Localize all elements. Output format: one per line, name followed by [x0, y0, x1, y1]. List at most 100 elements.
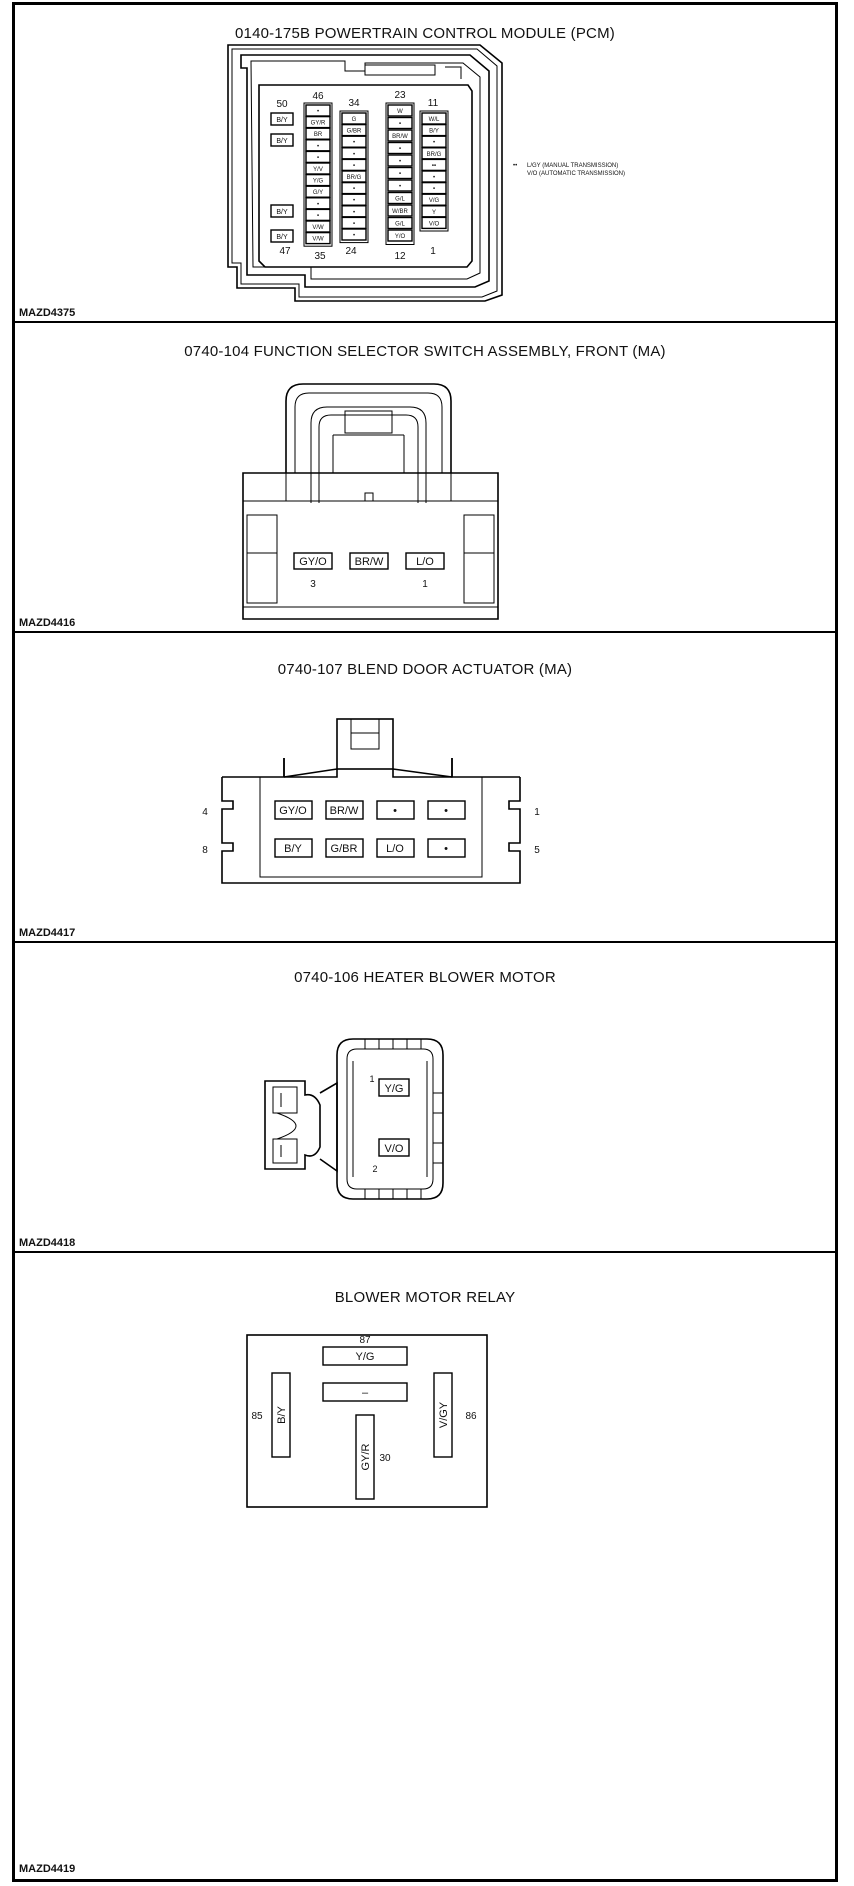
pcm-cavity	[387, 104, 413, 117]
blower-relay-wire-87a: –	[362, 1387, 369, 1399]
pcm-cavity-wire: V/G	[429, 198, 440, 204]
pcm-cavity-wire: •	[399, 172, 401, 178]
function-selector-pin-3: 3	[310, 579, 316, 590]
function-selector-wire-2: BR/W	[355, 556, 384, 568]
pcm-note-line-2: V/O (AUTOMATIC TRANSMISSION)	[527, 171, 625, 177]
pcm-cavity-wire: •	[353, 233, 355, 239]
pcm-cavity	[270, 112, 294, 126]
pcm-cavity-wire: B/Y	[276, 234, 288, 241]
pcm-cavity-wire: •	[353, 198, 355, 204]
pcm-cavity-wire: •	[433, 187, 435, 193]
blend-door-figure-code: MAZD4417	[19, 927, 76, 939]
pcm-cavity-wire: •	[399, 159, 401, 165]
pcm-cavity-wire: •	[353, 140, 355, 146]
pcm-pin-12: 12	[394, 251, 406, 262]
blower-motor-wire-1: Y/G	[385, 1083, 404, 1095]
blower-relay-terminal-87a	[322, 1382, 408, 1402]
pcm-cavity-wire: BR/G	[347, 175, 362, 181]
pcm-cavity-wire: Y/O	[395, 234, 406, 240]
pcm-column-frame	[419, 110, 449, 232]
pcm-cavity	[270, 133, 294, 147]
function-selector-cavity-3	[293, 552, 333, 570]
pcm-cavity-wire: B/Y	[276, 138, 288, 145]
pcm-cavity-wire: GY/R	[311, 121, 326, 127]
blower-motor-pin-2: 2	[372, 1164, 377, 1174]
pcm-cavity	[387, 216, 413, 230]
pcm-cavity-wire: V/W	[312, 237, 324, 243]
blower-relay-pin-30: 30	[379, 1453, 391, 1464]
function-selector-drawing: GY/O BR/W L/O 3 1	[242, 383, 499, 620]
blend-door-pin-4: 4	[202, 807, 208, 818]
blend-door-wire-7: G/BR	[331, 843, 358, 855]
blower-relay-drawing: 87 Y/G – B/Y 85 V/GY 86 GY/R 30	[246, 1334, 488, 1508]
pcm-cavity-wire: •	[433, 175, 435, 181]
blower-relay-pin-85: 85	[251, 1411, 263, 1422]
blend-door-title: 0740-107 BLEND DOOR ACTUATOR (MA)	[277, 661, 573, 678]
pcm-pin-35: 35	[314, 251, 326, 262]
pcm-cavity	[387, 204, 413, 217]
pcm-cavity-wire: •	[399, 147, 401, 153]
pcm-cavity	[270, 229, 294, 243]
function-selector-wire-1: L/O	[416, 556, 434, 568]
pcm-cavity-wire: G/L	[395, 222, 405, 228]
blower-motor-drawing: Y/G V/O 1 2	[264, 1038, 444, 1200]
blend-door-cavity-6	[376, 838, 415, 858]
blend-door-pin-1: 1	[534, 807, 540, 818]
pcm-cavity	[421, 216, 447, 230]
blower-relay-wire-86: V/GY	[438, 1401, 450, 1428]
blend-door-cavity-4	[274, 800, 313, 820]
pcm-cavity-wire: W/L	[429, 117, 440, 123]
pcm-cavity-wire: •	[353, 221, 355, 227]
pcm-cavity-wire: •	[399, 122, 401, 128]
pcm-pin-11: 11	[428, 98, 439, 109]
blend-door-wire-6: L/O	[386, 843, 404, 855]
pcm-pin-1: 1	[430, 246, 436, 257]
pcm-panel: 0140-175B POWERTRAIN CONTROL MODULE (PCM…	[15, 5, 835, 323]
pcm-column-frame	[303, 102, 333, 247]
pcm-title: 0140-175B POWERTRAIN CONTROL MODULE (PCM…	[235, 25, 615, 42]
blower-motor-figure-code: MAZD4418	[19, 1237, 76, 1249]
blend-door-cavity-7	[325, 838, 364, 858]
blower-relay-terminal-87	[322, 1346, 408, 1366]
pcm-cavity	[270, 204, 294, 218]
pcm-cavity-wire: •	[399, 184, 401, 190]
pcm-cavity-wire: BR	[314, 132, 323, 138]
pcm-cavity	[387, 179, 413, 192]
pcm-cavity-wire: Y	[432, 210, 436, 216]
pcm-cavity-wire: Y/G	[313, 179, 324, 185]
blend-door-cavity-8	[274, 838, 313, 858]
pcm-cavity-wire: •	[433, 140, 435, 146]
pcm-column-frame	[385, 102, 415, 245]
blower-relay-figure-code: MAZD4419	[19, 1863, 76, 1875]
pcm-cavity-wire: •	[353, 210, 355, 216]
function-selector-cavity-2	[349, 552, 389, 570]
pcm-cavity	[387, 191, 413, 205]
blend-door-wire-5: •	[444, 843, 448, 855]
function-selector-figure-code: MAZD4416	[19, 617, 76, 629]
blower-relay-title: BLOWER MOTOR RELAY	[334, 1289, 516, 1306]
function-selector-cavity-1	[405, 552, 445, 570]
pcm-cavity-wire: •	[317, 202, 319, 208]
blend-door-pin-8: 8	[202, 845, 208, 856]
pcm-pin-23: 23	[394, 90, 406, 101]
pcm-cavity-wire: W	[397, 109, 403, 115]
pcm-cavity-wire: B/Y	[276, 209, 288, 216]
pcm-figure-code: MAZD4375	[19, 307, 76, 319]
blower-relay-wire-87: Y/G	[356, 1351, 375, 1363]
pcm-cavity	[387, 116, 413, 130]
pcm-pin-46: 46	[312, 91, 324, 102]
function-selector-wire-3: GY/O	[299, 556, 327, 568]
blower-relay-body	[246, 1334, 488, 1508]
pcm-column-frame	[339, 110, 369, 244]
pcm-cavity-columns: B/YB/YB/YB/Y•GY/RBR••Y/VY/GG/Y••V/WV/WGG…	[270, 102, 449, 247]
blower-relay-terminal-30	[355, 1414, 375, 1500]
pcm-connector-drawing: 50 46 34 23 11 47 35 24 12 1 B/YB/YB/YB/…	[227, 44, 625, 302]
pcm-cavity	[341, 228, 367, 241]
pcm-cavity	[387, 154, 413, 167]
diagram-frame: 0140-175B POWERTRAIN CONTROL MODULE (PCM…	[12, 2, 838, 1882]
blend-door-cavity-3	[325, 800, 364, 820]
pcm-cavity	[387, 141, 413, 155]
pcm-cavity-wire: Y/V	[313, 167, 323, 173]
pcm-cavity-wire: BR/W	[392, 134, 408, 140]
function-selector-pin-1: 1	[422, 579, 428, 590]
